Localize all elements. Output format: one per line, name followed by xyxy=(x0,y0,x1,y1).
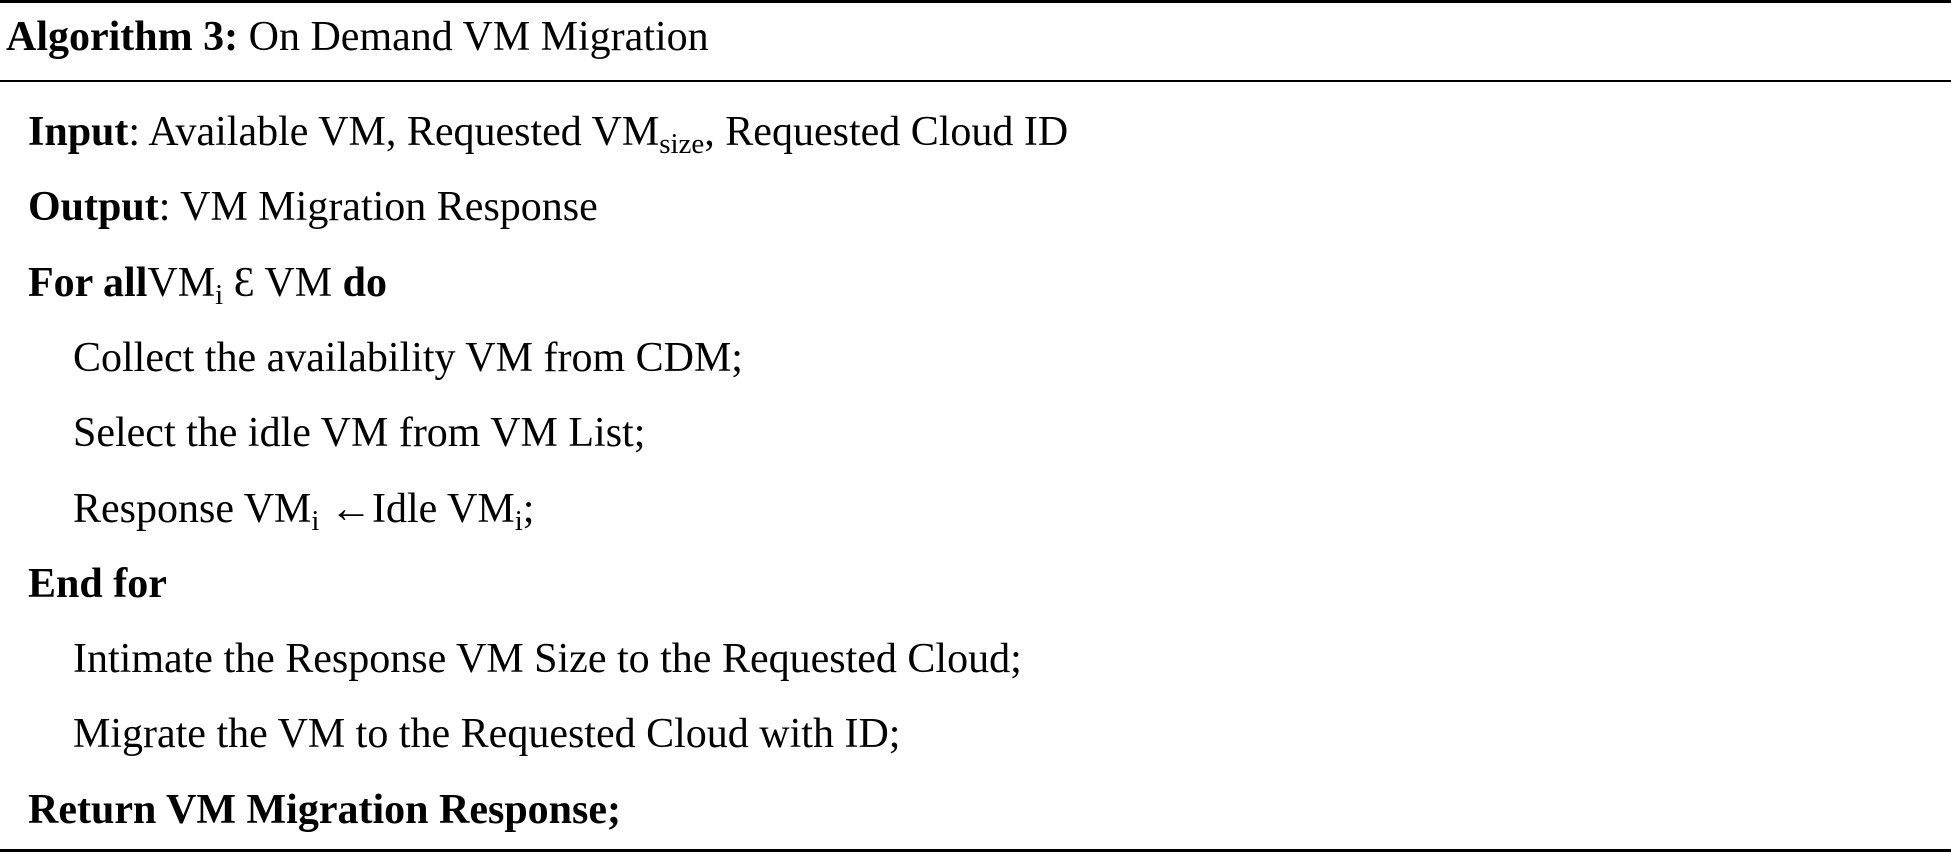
input-subscript: size xyxy=(659,128,705,160)
top-rule xyxy=(0,0,1951,3)
output-text: : VM Migration Response xyxy=(158,184,598,230)
collect-line: Collect the availability VM from CDM; xyxy=(73,335,743,381)
response-text-a: Response VM xyxy=(73,486,312,532)
return-line: Return VM Migration Response; xyxy=(28,787,622,833)
input-text-b: , Requested Cloud ID xyxy=(704,109,1069,155)
select-line: Select the idle VM from VM List; xyxy=(73,410,646,456)
intimate-line: Intimate the Response VM Size to the Req… xyxy=(73,636,1022,682)
header-rule xyxy=(0,80,1951,82)
for-all-text: Ɛ VM xyxy=(223,260,343,306)
response-line: Response VMi ←Idle VMi; xyxy=(73,481,534,537)
do-keyword: do xyxy=(342,260,387,306)
algorithm-title: On Demand VM Migration xyxy=(238,14,709,60)
input-line: Input: Available VM, Requested VMsize, R… xyxy=(28,104,1068,160)
response-text-b: ←Idle VM xyxy=(319,486,515,532)
for-all-var: VM xyxy=(147,260,216,306)
algorithm-header: Algorithm 3: On Demand VM Migration xyxy=(6,6,709,68)
migrate-line: Migrate the VM to the Requested Cloud wi… xyxy=(73,711,901,757)
output-keyword: Output xyxy=(28,184,159,230)
input-text-a: : Available VM, Requested VM xyxy=(128,109,660,155)
algorithm-label: Algorithm 3: xyxy=(6,14,239,60)
bottom-rule xyxy=(0,849,1951,852)
output-line: Output: VM Migration Response xyxy=(28,179,598,235)
response-text-c: ; xyxy=(522,486,535,532)
for-all-keyword: For all xyxy=(28,260,148,306)
response-subscript-a: i xyxy=(311,505,320,537)
for-all-subscript: i xyxy=(215,279,224,311)
for-all-line: For allVMi Ɛ VM do xyxy=(28,255,387,311)
response-subscript-b: i xyxy=(514,505,523,537)
input-keyword: Input xyxy=(28,109,129,155)
end-for-line: End for xyxy=(28,561,167,607)
